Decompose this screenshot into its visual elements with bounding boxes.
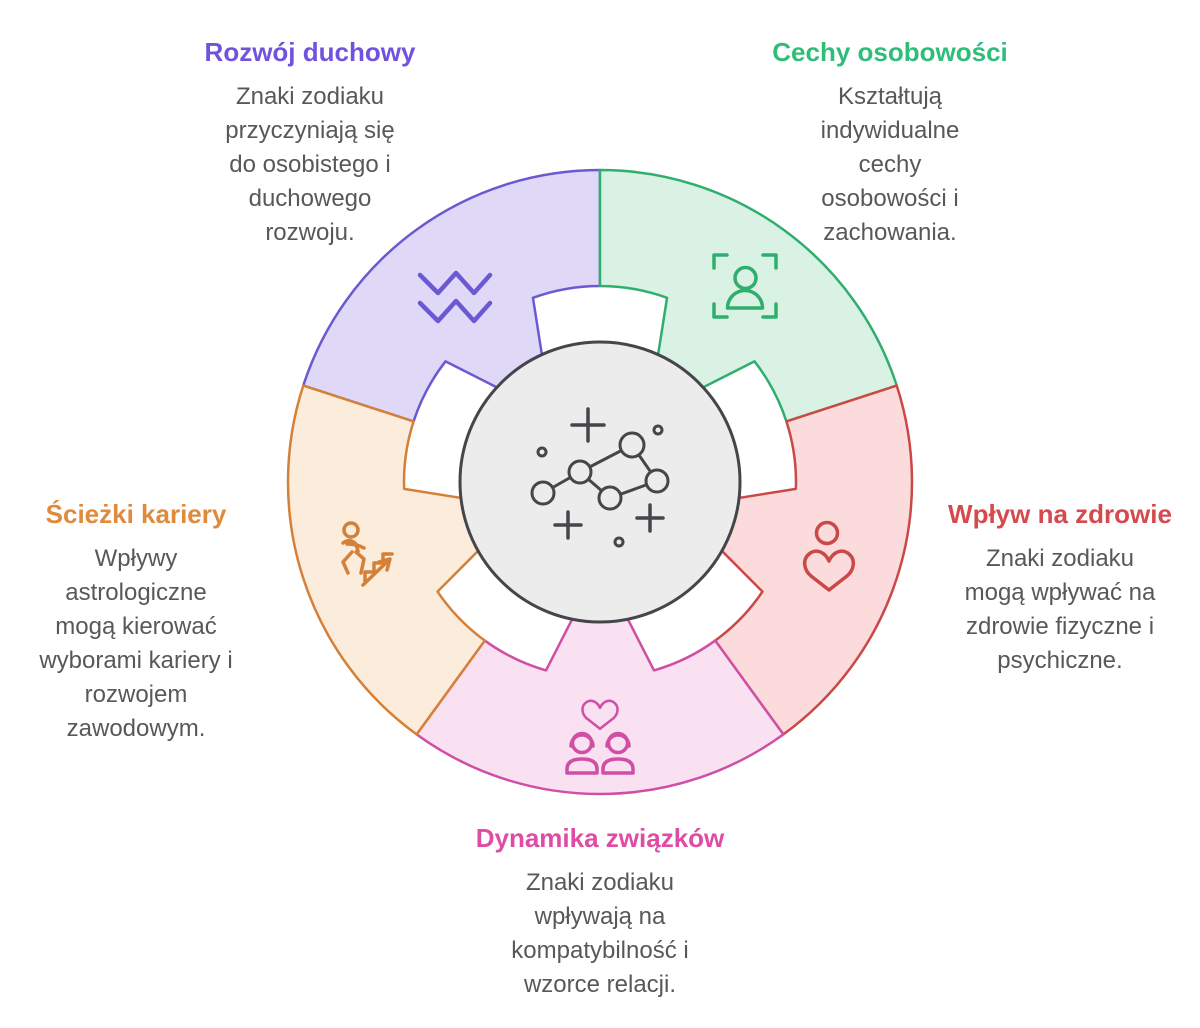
segment-title-health: Wpływ na zdrowie	[948, 499, 1172, 529]
couple-heart-icon	[565, 699, 635, 775]
segment-title-relationships: Dynamika związków	[475, 823, 725, 853]
label-health: Wpływ na zdrowie Znaki zodiaku mogą wpły…	[905, 498, 1200, 678]
segment-description-spiritual: Znaki zodiaku przyczyniają się do osobis…	[225, 83, 395, 246]
aquarius-icon	[417, 270, 493, 324]
segment-title-personality: Cechy osobowości	[772, 37, 1008, 67]
label-relationships: Dynamika związków Znaki zodiaku wpływają…	[440, 822, 760, 1002]
segment-description-personality: Kształtują indywidualne cechy osobowości…	[820, 83, 960, 246]
label-personality: Cechy osobowości Kształtują indywidualne…	[720, 36, 1060, 250]
constellation-icon	[530, 407, 670, 548]
segment-title-career: Ścieżki kariery	[45, 499, 227, 529]
person-frame-icon	[712, 253, 778, 319]
segment-description-health: Znaki zodiaku mogą wpływać na zdrowie fi…	[964, 545, 1156, 674]
heart-person-icon	[802, 520, 856, 592]
label-career: Ścieżki kariery Wpływy astrologiczne mog…	[0, 498, 272, 746]
segment-title-spiritual: Rozwój duchowy	[204, 37, 416, 67]
center-circle	[458, 340, 742, 624]
segment-description-career: Wpływy astrologiczne mogą kierować wybor…	[39, 545, 233, 742]
label-spiritual: Rozwój duchowy Znaki zodiaku przyczyniaj…	[140, 36, 480, 250]
career-stairs-icon	[341, 521, 394, 587]
segment-description-relationships: Znaki zodiaku wpływają na kompatybilność…	[511, 869, 689, 998]
